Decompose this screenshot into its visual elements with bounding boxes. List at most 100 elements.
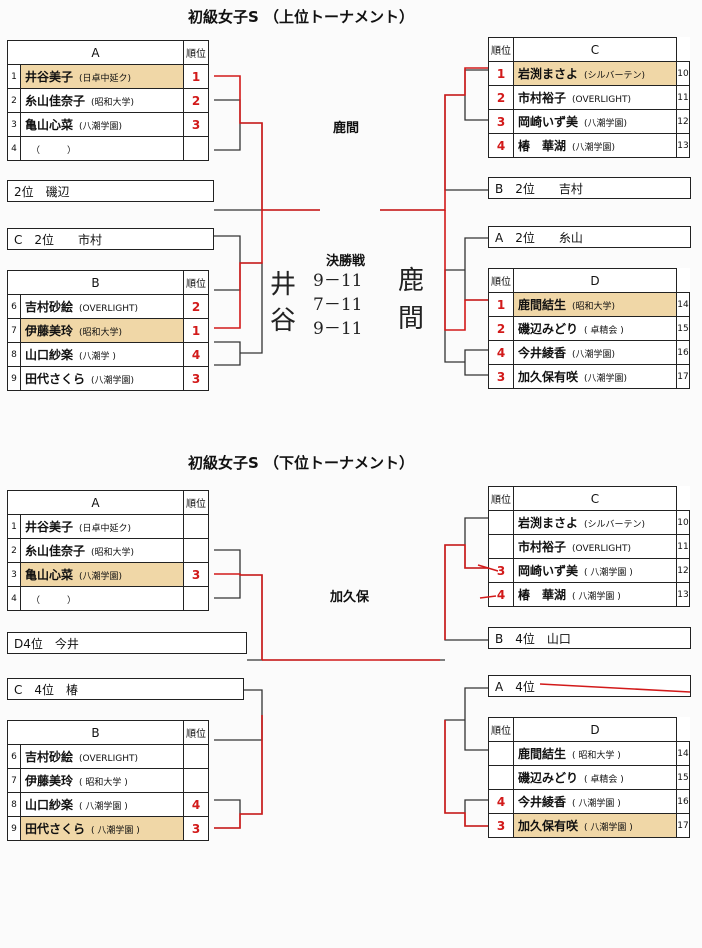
player-name: 亀山心菜(八潮学園)	[20, 562, 184, 587]
lower-right-c12-line	[464, 517, 488, 569]
table-row: 4（ ）	[7, 586, 209, 611]
player-affiliation: (八潮学園)	[91, 376, 135, 386]
player-affiliation: (八潮学園)	[79, 572, 123, 582]
player-affiliation: (シルバーテン)	[584, 520, 646, 530]
player-rank: 2	[183, 88, 209, 113]
upper-red-b-winner	[214, 209, 320, 329]
player-affiliation: ( 卓精会 )	[584, 775, 624, 785]
player-affiliation: (昭和大学)	[79, 328, 123, 338]
player-name: 椿 華湖(八潮学園)	[513, 133, 677, 158]
lower-red-b-line	[214, 715, 263, 829]
upper-red-a-winner	[214, 75, 263, 210]
upper-left-b-line	[240, 262, 263, 354]
player-affiliation: ( 八潮学園 )	[572, 799, 621, 809]
upper-left-b34-line	[214, 341, 241, 366]
player-number: 15	[676, 765, 690, 790]
player-affiliation: ( 昭和大学 )	[572, 751, 621, 761]
upper-right-a2-line	[464, 237, 488, 301]
final-label: 決勝戦	[326, 254, 366, 269]
lower-red-marks	[477, 564, 499, 599]
player-rank: 3	[183, 816, 209, 841]
group-header-row: B 順位	[7, 720, 209, 745]
player-affiliation: (OVERLIGHT)	[572, 95, 631, 105]
player-affiliation: (昭和大学)	[91, 548, 135, 558]
upper-c2-box: C 2位 市村	[7, 228, 214, 250]
handwritten-score-2: 7－11	[313, 295, 363, 315]
player-name: 糸山佳奈子(昭和大学)	[20, 88, 184, 113]
player-affiliation: ( 卓精会 )	[584, 326, 624, 336]
player-rank: 1	[183, 64, 209, 89]
player-affiliation: (シルバーテン)	[584, 71, 646, 81]
group-header-row: 順位 C	[488, 486, 690, 511]
player-name: 市村裕子(OVERLIGHT)	[513, 534, 677, 559]
player-rank: 3	[183, 366, 209, 391]
lower-red-scribble	[539, 683, 691, 693]
group-header-row: B 順位	[7, 270, 209, 295]
player-name: （ ）	[20, 136, 184, 161]
handwritten-score-3: 9－11	[313, 319, 363, 339]
player-name: 椿 華湖( 八潮学園 )	[513, 582, 677, 607]
rank-header: 順位	[183, 490, 209, 515]
lower-red-d-line	[444, 720, 488, 827]
player-name: 山口紗楽(八潮学 )	[20, 342, 184, 367]
upper-venue: 鹿間	[333, 121, 360, 136]
upper-right-d-line	[444, 269, 465, 363]
player-rank	[183, 136, 209, 161]
player-affiliation: (OVERLIGHT)	[79, 304, 138, 314]
group-label: B	[7, 720, 184, 745]
lower-red-c-line	[444, 544, 488, 640]
player-name: 田代さくら( 八潮学園 )	[20, 816, 184, 841]
group-label: B	[7, 270, 184, 295]
player-affiliation: (八潮学園)	[584, 119, 628, 129]
player-number: 11	[676, 85, 690, 110]
upper-a2-box: 2位 磯辺	[7, 180, 214, 202]
player-affiliation: (八潮学園)	[572, 143, 616, 153]
player-name: 伊藤美玲( 昭和大学 )	[20, 768, 184, 793]
lower-right-d34-line	[464, 799, 488, 827]
lower-left-b-line	[214, 799, 241, 829]
player-name: 今井綾香( 八潮学園 )	[513, 789, 677, 814]
upper-b2-box: B 2位 吉村	[488, 177, 691, 199]
player-name: 伊藤美玲(昭和大学)	[20, 318, 184, 343]
lower-b4-box: B 4位 山口	[488, 627, 691, 649]
table-row: 4（ ）	[7, 136, 209, 161]
player-affiliation: ( 八潮学園 )	[91, 826, 140, 836]
handwritten-right-top: 鹿	[398, 266, 425, 296]
player-affiliation: (八潮学園)	[572, 350, 616, 360]
player-affiliation: (八潮学園)	[79, 122, 123, 132]
player-rank: 2	[183, 294, 209, 319]
handwritten-right-bottom: 間	[398, 304, 425, 334]
player-number: 12	[676, 558, 690, 583]
player-name: 磯辺みどり( 卓精会 )	[513, 316, 677, 341]
player-affiliation: (昭和大学)	[572, 302, 616, 312]
player-affiliation: ( 八潮学園 )	[584, 823, 633, 833]
player-name: 磯辺みどり( 卓精会 )	[513, 765, 677, 790]
rank-header: 順位	[488, 486, 514, 511]
player-rank	[183, 586, 209, 611]
player-name: （ ）	[20, 586, 184, 611]
lower-left-b4-line	[240, 715, 263, 815]
